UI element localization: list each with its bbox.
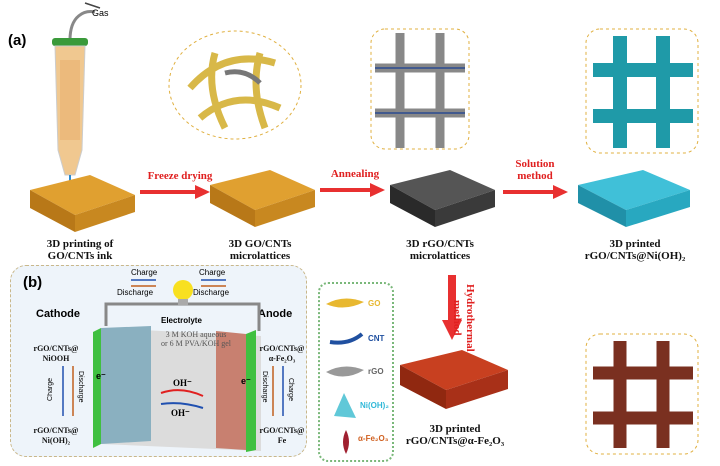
anode-charge: Charge [287, 378, 294, 401]
electrolyte-detail-2: or 6 M PVA/KOH gel [160, 339, 232, 348]
electron-right: e⁻ [241, 376, 251, 386]
annealing-label: Annealing [330, 168, 380, 180]
gas-label: Gas [92, 8, 109, 18]
fe2o3-icon [343, 430, 349, 454]
hydrothermal-method-label: Hydrothermal method [451, 283, 476, 352]
electrolyte-detail-1: 3 M KOH aqueous [165, 330, 227, 339]
discharge-label-right: Discharge [193, 288, 230, 297]
arrow-right-icon [503, 185, 568, 199]
cathode-bottom-2: Ni(OH)₂ [41, 436, 71, 445]
electrolyte-label: Electrolyte [161, 316, 202, 325]
charge-label-right: Charge [199, 268, 226, 277]
anode-label: Anode [258, 308, 293, 320]
cell-illustration [62, 279, 284, 452]
freeze-drying-label: Freeze drying [147, 170, 213, 182]
cathode-charge: Charge [47, 378, 54, 401]
arrow-right-icon [140, 185, 210, 199]
legend-nioh2: Ni(OH)₂ [360, 401, 389, 410]
arrow-down-icon [442, 275, 462, 340]
panel-b: (b) Cathode Anode Charge Discharge Charg… [10, 265, 307, 457]
solution-method-label: Solution method [515, 158, 555, 182]
hydroxide-bottom: OH⁻ [171, 408, 190, 418]
anode-discharge: Discharge [261, 371, 268, 403]
panel-b-label: (b) [23, 274, 43, 291]
rgo-cnt-zoom-inset [370, 28, 470, 150]
cathode-discharge: Discharge [77, 371, 84, 403]
final-label-2: rGO/CNTs@α-Fe₂O₃ [405, 435, 505, 447]
charge-label-left: Charge [131, 268, 158, 277]
nioh2-icon [334, 393, 356, 418]
hydroxide-top: OH⁻ [173, 378, 192, 388]
electron-left: e⁻ [96, 371, 106, 381]
step3-label: 3D rGO/CNTs [406, 238, 474, 250]
go-cnt-block [210, 170, 315, 227]
step1-label-2: GO/CNTs ink [47, 250, 113, 262]
legend-cnt: CNT [368, 334, 385, 343]
rgo-cnt-block [390, 170, 495, 227]
legend-fe2o3: α-Fe₂O₃ [358, 434, 389, 443]
step4-label: 3D printed [609, 238, 661, 250]
nioh2-zoom-inset [585, 28, 699, 154]
legend-icons [326, 298, 364, 454]
anode-bottom-2: Fe [277, 436, 287, 445]
anode-top-1: rGO/CNTs@ [259, 344, 305, 353]
cathode-top-2: NiOOH [42, 354, 70, 363]
arrow-right-icon [320, 183, 385, 197]
step4-label-2: rGO/CNTs@Ni(OH)₂ [584, 250, 686, 262]
syringe-icon [52, 2, 101, 195]
step2-label-2: microlattices [229, 250, 291, 262]
cnt-icon [329, 332, 364, 345]
step3-label-2: microlattices [409, 250, 471, 262]
discharge-label-left: Discharge [117, 288, 154, 297]
step2-label: 3D GO/CNTs [228, 238, 292, 250]
legend-rgo: rGO [368, 367, 384, 376]
step1-label: 3D printing of [46, 238, 114, 250]
go-cnt-zoom-inset [168, 30, 302, 140]
rgo-icon [326, 366, 364, 377]
go-icon [326, 298, 364, 308]
legend-go: GO [368, 299, 381, 308]
legend: GO CNT rGO Ni(OH)₂ α-Fe₂O₃ [318, 282, 394, 462]
cathode-bottom-1: rGO/CNTs@ [33, 426, 79, 435]
printed-ink-block [30, 175, 135, 232]
panel-a-label: (a) [8, 32, 27, 49]
cathode-label: Cathode [36, 308, 80, 320]
anode-bottom-1: rGO/CNTs@ [259, 426, 305, 435]
fe2o3-block [400, 350, 508, 409]
nioh2-block [578, 170, 690, 227]
anode-top-2: α-Fe₂O₃ [268, 354, 296, 363]
fe2o3-zoom-inset [585, 333, 699, 455]
final-label: 3D printed [429, 423, 481, 435]
cathode-top-1: rGO/CNTs@ [33, 344, 79, 353]
